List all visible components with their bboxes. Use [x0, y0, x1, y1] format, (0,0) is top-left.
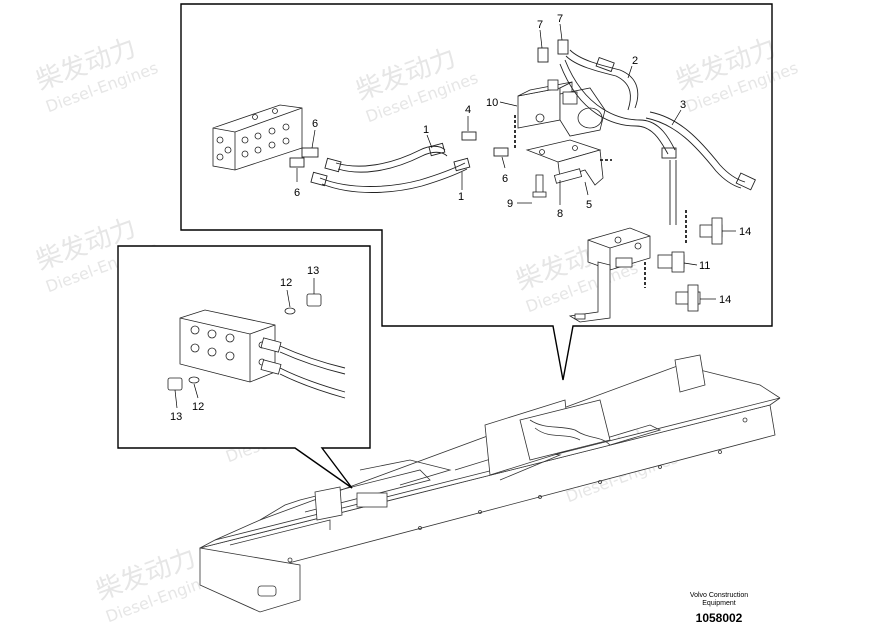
hoses-2-3 [537, 39, 756, 225]
solenoid-valve [517, 79, 606, 137]
callout-7: 7 [537, 19, 543, 31]
distributor-block-inset [179, 309, 282, 383]
callout-6: 6 [502, 173, 508, 185]
distributor-block-top [212, 104, 303, 171]
dashed-guide-lines [514, 115, 687, 288]
drawing-number: 1058002 [695, 611, 743, 625]
callout-1: 1 [423, 124, 429, 136]
mounting-bracket [525, 139, 604, 198]
inset-hoses [279, 345, 346, 399]
lower-valve-assembly [568, 217, 723, 323]
plugs-and-seals [167, 293, 322, 391]
callout-12: 12 [280, 277, 292, 289]
callout-8: 8 [557, 208, 563, 220]
manufacturer-line-2: Equipment [702, 600, 736, 607]
callout-13: 13 [170, 411, 182, 423]
callout-12: 12 [192, 401, 204, 413]
callout-10: 10 [486, 97, 498, 109]
callout-13: 13 [307, 265, 319, 277]
callout-1: 1 [458, 191, 464, 203]
leader-lines [174, 23, 736, 409]
callout-6: 6 [312, 118, 318, 130]
detail-view-main [180, 3, 773, 381]
callout-14: 14 [739, 226, 751, 238]
callout-2: 2 [632, 55, 638, 67]
manufacturer-line-1: Volvo Construction [689, 592, 749, 599]
callout-4: 4 [465, 104, 471, 116]
machine-frame [199, 354, 781, 613]
manufacturer-label: Volvo Construction Equipment [674, 592, 764, 608]
callout-11: 11 [699, 260, 710, 272]
callout-5: 5 [586, 199, 592, 211]
callout-14: 14 [719, 294, 731, 306]
callout-7: 7 [557, 13, 563, 25]
callout-6: 6 [294, 187, 300, 199]
callout-9: 9 [507, 198, 513, 210]
callout-labels: 1 1 2 3 4 5 6 6 6 7 7 8 9 10 11 12 12 13… [170, 13, 751, 423]
callout-3: 3 [680, 99, 686, 111]
hoses-1 [289, 131, 509, 193]
